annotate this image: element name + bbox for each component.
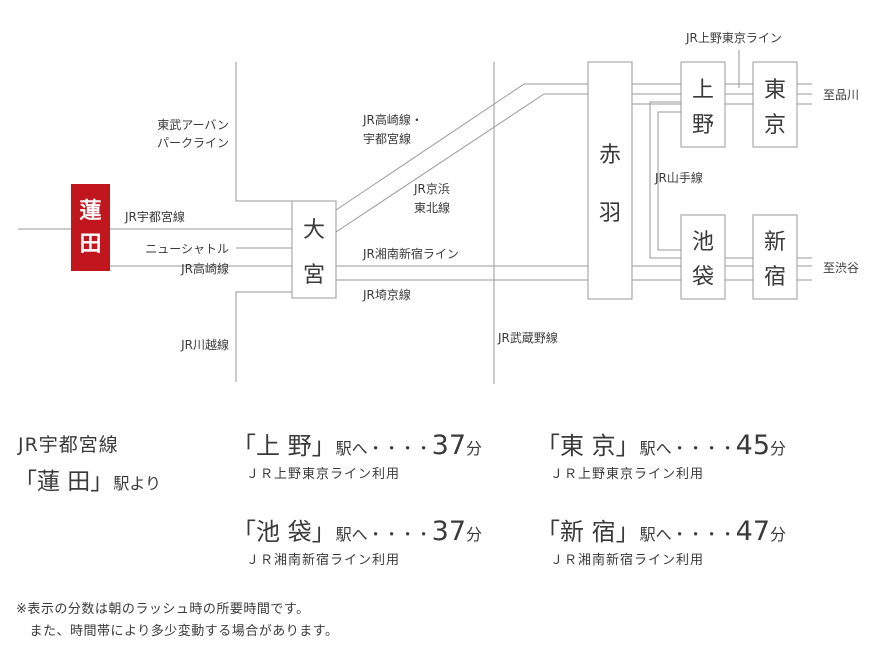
label-jr-kawagoe: JR川越線 [180,337,229,352]
svg-text:宮: 宮 [303,263,325,288]
label-shonan-shinjuku: JR湘南新宿ライン [362,246,459,261]
time-entry-tokyo: 「東 京」駅へ・・・・45分 ＪＲ上野東京ライン利用 [536,430,787,482]
route-map: 蓮 田 大 宮 赤 羽 上 野 東 京 池 袋 新 宿 東武アーバン パークライ… [18,31,859,384]
svg-text:上: 上 [692,78,714,103]
svg-text:田: 田 [79,232,101,257]
svg-text:赤: 赤 [599,143,621,168]
label-ueno-tokyo-line: JR上野東京ライン [685,31,782,45]
label-new-shuttle: ニューシャトル [145,242,229,256]
origin-line: JR宇都宮線 [18,434,119,456]
svg-text:新: 新 [764,230,786,255]
label-jr-takasaki: JR高崎線 [180,261,229,276]
label-tobu-urban-2: パークライン [157,136,229,150]
label-keihin-2: 東北線 [414,200,450,215]
station-hasuda: 蓮 田 [71,184,110,271]
svg-text:東: 東 [764,78,786,103]
line-jr-kawagoe [235,291,292,382]
svg-text:大: 大 [303,218,325,243]
origin-station: 「蓮 田」駅より [14,469,161,495]
station-omiya: 大 宮 [291,200,337,299]
station-shinjuku: 新 宿 [752,214,798,300]
svg-text:蓮: 蓮 [79,199,101,224]
station-ueno: 上 野 [680,61,726,148]
line-takasaki-utsunomiya-upper [335,83,588,211]
svg-text:羽: 羽 [599,201,621,226]
label-keihin-1: JR京浜 [413,182,450,196]
line-keihin-tohoku [335,93,588,233]
svg-text:池: 池 [692,230,714,255]
label-tobu-urban-1: 東武アーバン [157,118,229,132]
line-yamanote-2 [657,111,681,251]
label-saikyo: JR埼京線 [362,287,411,302]
label-musashino: JR武蔵野線 [497,330,558,345]
label-yamanote: JR山手線 [654,170,703,185]
line-yamanote-1 [649,101,681,259]
label-jr-utsunomiya: JR宇都宮線 [124,209,185,224]
time-entry-ueno: 「上 野」駅へ・・・・37分 ＪＲ上野東京ライン利用 [232,430,483,482]
svg-text:袋: 袋 [692,265,714,290]
station-akabane: 赤 羽 [587,61,633,300]
svg-text:野: 野 [692,113,714,138]
line-tobu-urban-park [235,62,292,202]
label-takasaki-utsunomiya-2: 宇都宮線 [363,131,411,146]
note-line-2: また、時間帯により多少変動する場合があります。 [16,624,339,639]
station-ikebukuro: 池 袋 [680,214,726,300]
label-takasaki-utsunomiya-1: JR高崎線・ [362,112,423,127]
time-entry-shinjuku: 「新 宿」駅へ・・・・47分 ＪＲ湘南新宿ライン利用 [536,516,787,568]
note-line-1: ※表示の分数は朝のラッシュ時の所要時間です。 [16,602,310,617]
travel-times: JR宇都宮線 「蓮 田」駅より 「上 野」駅へ・・・・37分 ＪＲ上野東京ライン… [0,400,880,660]
label-to-shibuya: 至渋谷 [823,261,859,275]
svg-text:宿: 宿 [764,265,786,290]
label-to-shinagawa: 至品川 [823,88,859,102]
time-entry-ikebukuro: 「池 袋」駅へ・・・・37分 ＪＲ湘南新宿ライン利用 [232,516,483,568]
station-tokyo: 東 京 [752,61,798,148]
svg-text:京: 京 [764,113,786,138]
